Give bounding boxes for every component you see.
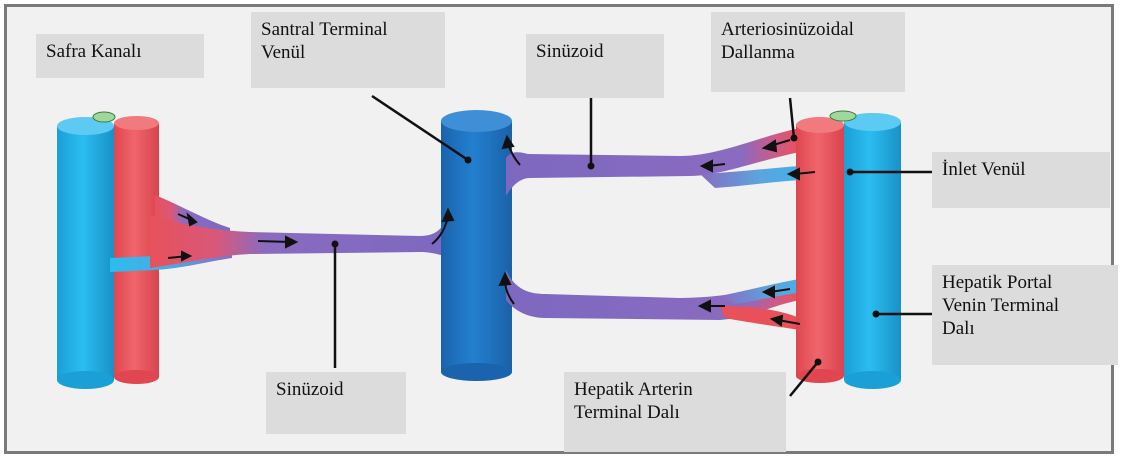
label-sinuzoid-bottom: Sinüzoid: [266, 372, 406, 434]
central-terminal-venule: [441, 110, 512, 381]
right-hepatic-artery: [796, 117, 844, 383]
label-arteriosinuzoidal-dallanma: Arteriosinüzoidal Dallanma: [711, 12, 905, 92]
right-portal-vein: [844, 113, 901, 389]
label-sinuzoid-top: Sinüzoid: [526, 34, 664, 98]
label-inlet-venul: İnlet Venül: [932, 152, 1110, 208]
label-hepatik-arterin-terminal-dali: Hepatik Arterin Terminal Dalı: [564, 372, 786, 452]
right-bile-duct: [830, 111, 856, 121]
bottom-arterial-branch: [720, 306, 800, 330]
label-santral-terminal-venul: Santral Terminal Venül: [251, 12, 445, 88]
top-sinusoid-channel: [506, 128, 800, 196]
label-safra-kanali: Safra Kanalı: [36, 34, 204, 78]
label-hepatik-portal-venin-terminal-dali: Hepatik Portal Venin Terminal Dalı: [932, 265, 1118, 365]
left-bile-duct: [93, 112, 115, 122]
left-portal-vein: [57, 117, 114, 389]
